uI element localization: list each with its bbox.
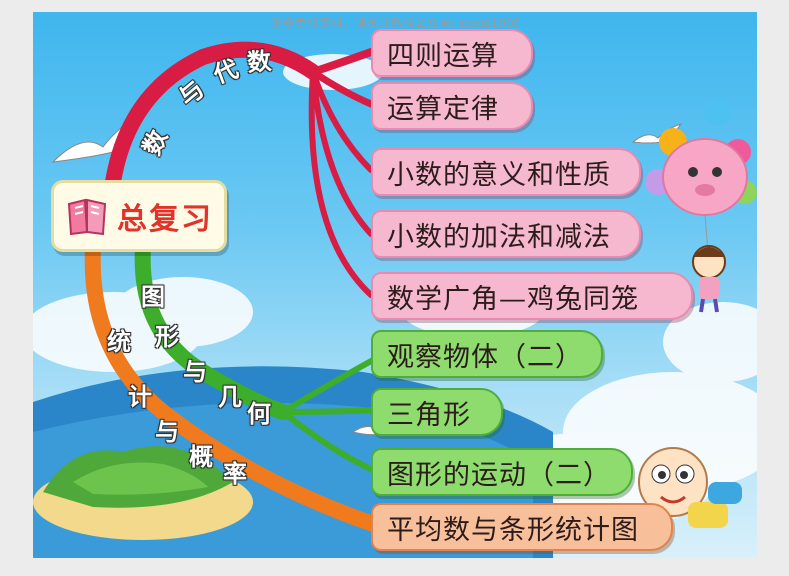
geometry-label-2: 形 <box>155 323 179 351</box>
geometry-label-5: 何 <box>247 400 271 428</box>
geometry-label-1: 图 <box>141 283 165 311</box>
geometry-branch <box>134 239 376 473</box>
girl-icon <box>692 245 726 313</box>
book-icon <box>67 198 107 236</box>
topic-statistics-1: 平均数与条形统计图 <box>371 503 673 551</box>
geometry-label-4: 几 <box>218 383 242 411</box>
topic-geometry-3: 图形的运动（二） <box>371 448 633 496</box>
topic-algebra-3: 小数的意义和性质 <box>371 148 641 196</box>
balloon-pig-icon <box>645 98 757 253</box>
statistics-label-4: 概 <box>189 443 213 471</box>
algebra-branch <box>105 41 375 298</box>
island-icon <box>33 446 253 540</box>
mind-map-branches <box>84 41 381 532</box>
topic-geometry-2: 三角形 <box>371 388 503 436</box>
topic-geometry-1: 观察物体（二） <box>371 330 603 378</box>
topic-algebra-5: 数学广角—鸡兔同笼 <box>371 272 693 320</box>
mind-map-slide: 数 与 代 数 图 形 与 几 何 统 计 与 概 率 总复习 四则运算 运算定… <box>33 12 757 558</box>
statistics-label-5: 率 <box>223 460 247 488</box>
statistics-label-2: 计 <box>128 383 152 411</box>
algebra-label-4: 数 <box>246 46 273 77</box>
geometry-label-3: 与 <box>183 358 207 386</box>
review-title: 总复习 <box>117 202 213 237</box>
statistics-label-1: 统 <box>107 328 131 356</box>
topic-algebra-2: 运算定律 <box>371 82 533 130</box>
statistics-branch <box>84 239 381 532</box>
review-center-box: 总复习 <box>51 180 227 252</box>
watermark: 更多免费资料，请关注微信公众号: xuexi100f <box>270 16 519 30</box>
topic-algebra-1: 四则运算 <box>371 29 533 77</box>
baby-icon <box>638 447 742 528</box>
statistics-label-3: 与 <box>155 418 179 446</box>
topic-algebra-4: 小数的加法和减法 <box>371 210 641 258</box>
